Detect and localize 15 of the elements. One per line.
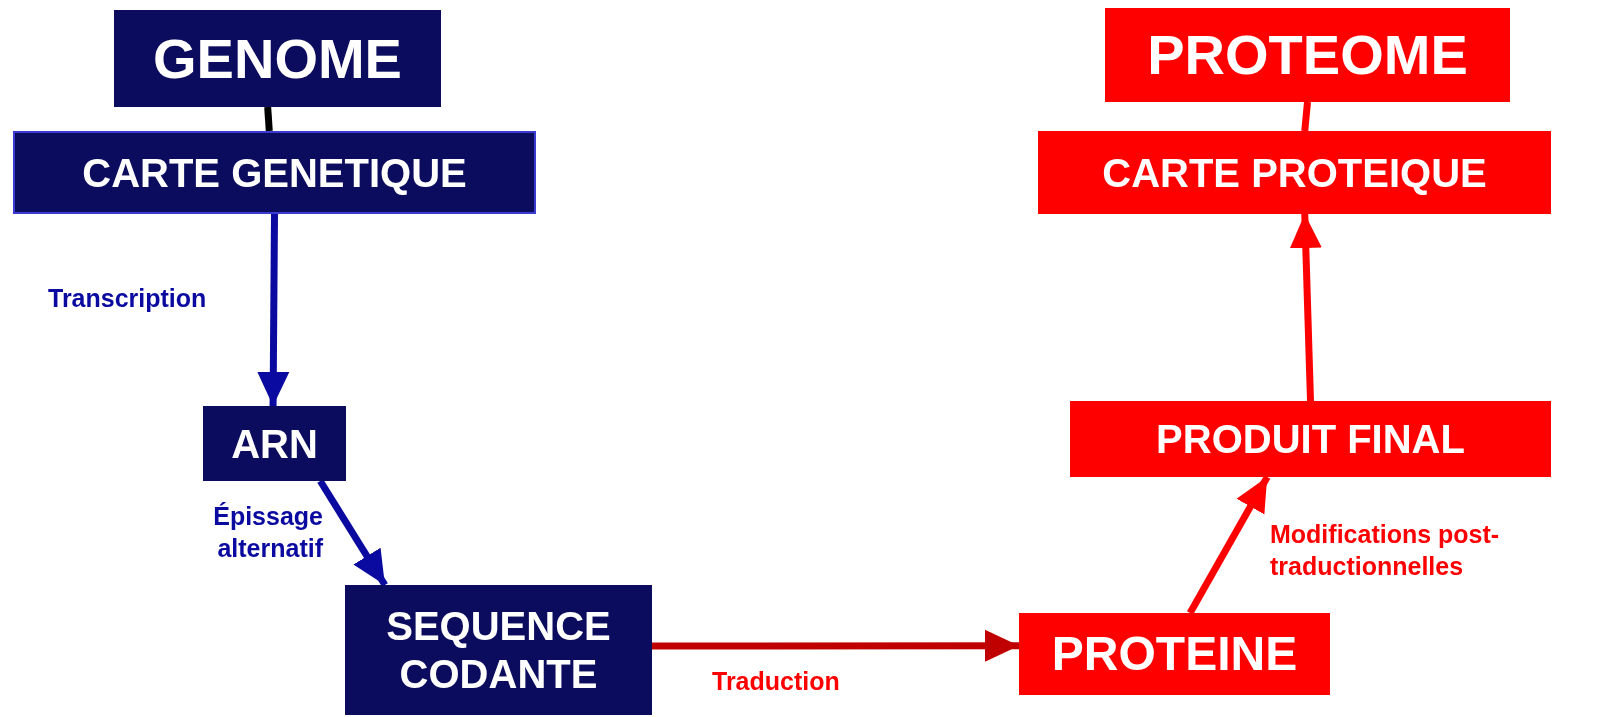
- process-box: CARTE GENETIQUE: [13, 131, 536, 214]
- process-box: PROTEINE: [1019, 613, 1330, 695]
- arrow: [652, 629, 1019, 662]
- connector-line: [264, 106, 273, 132]
- process-box: PROTEOME: [1105, 8, 1510, 102]
- process-box: PRODUIT FINAL: [1070, 401, 1551, 477]
- process-box: SEQUENCE CODANTE: [345, 585, 652, 715]
- arrow: [317, 479, 388, 587]
- connector-line: [1301, 101, 1311, 132]
- arrow: [257, 213, 290, 407]
- process-box: GENOME: [114, 10, 441, 107]
- process-box: CARTE PROTEIQUE: [1038, 131, 1551, 214]
- arrow: [1187, 475, 1271, 615]
- arrow: [1289, 213, 1322, 402]
- process-box: ARN: [203, 406, 346, 481]
